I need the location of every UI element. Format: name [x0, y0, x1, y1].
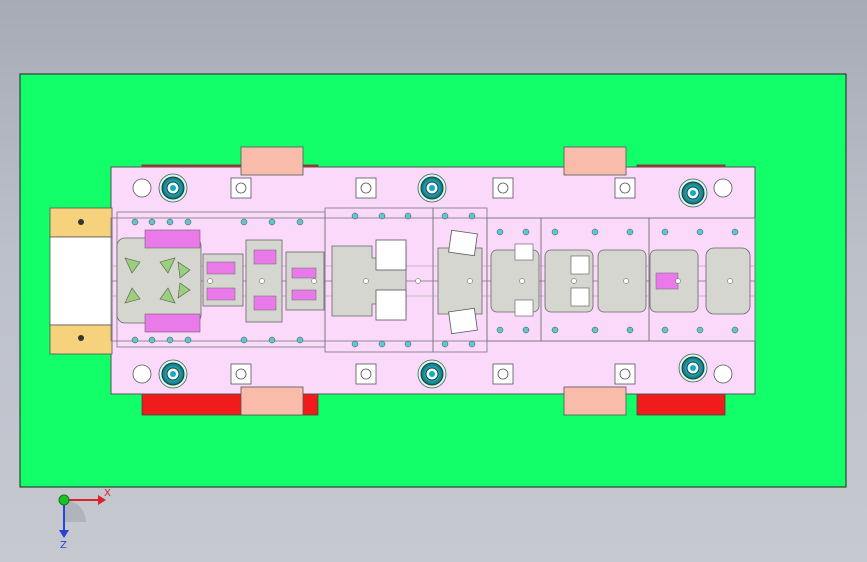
yellow-hole-bottom [78, 335, 84, 341]
axis-triad: X Z [58, 488, 111, 550]
yellow-hole-top [78, 219, 84, 225]
stage-4-part[interactable] [285, 251, 325, 311]
teal-screws [131, 212, 739, 348]
stage-2-part[interactable] [202, 253, 244, 307]
square-fixtures[interactable] [230, 177, 636, 385]
stage-6-part[interactable] [437, 229, 483, 335]
x-axis-label: X [104, 488, 111, 499]
z-axis-label: Z [60, 540, 67, 550]
stage-10-part[interactable] [649, 249, 699, 313]
z-arrow-head [59, 530, 69, 538]
stripper-plates[interactable] [110, 207, 756, 353]
feed-guide[interactable] [49, 236, 113, 326]
stage-8-part[interactable] [544, 249, 594, 313]
x-arrow-head [98, 495, 106, 505]
y-axis-dot [58, 494, 70, 506]
stage-7-part[interactable] [490, 243, 540, 317]
plain-holes [132, 178, 733, 384]
guide-blocks[interactable] [240, 146, 627, 416]
stage-1-part[interactable] [116, 229, 202, 333]
stage-5-part[interactable] [331, 239, 407, 321]
stage-9-part[interactable] [597, 249, 647, 313]
pilot-holes [207, 278, 733, 284]
guide-post-rings[interactable] [158, 173, 708, 389]
